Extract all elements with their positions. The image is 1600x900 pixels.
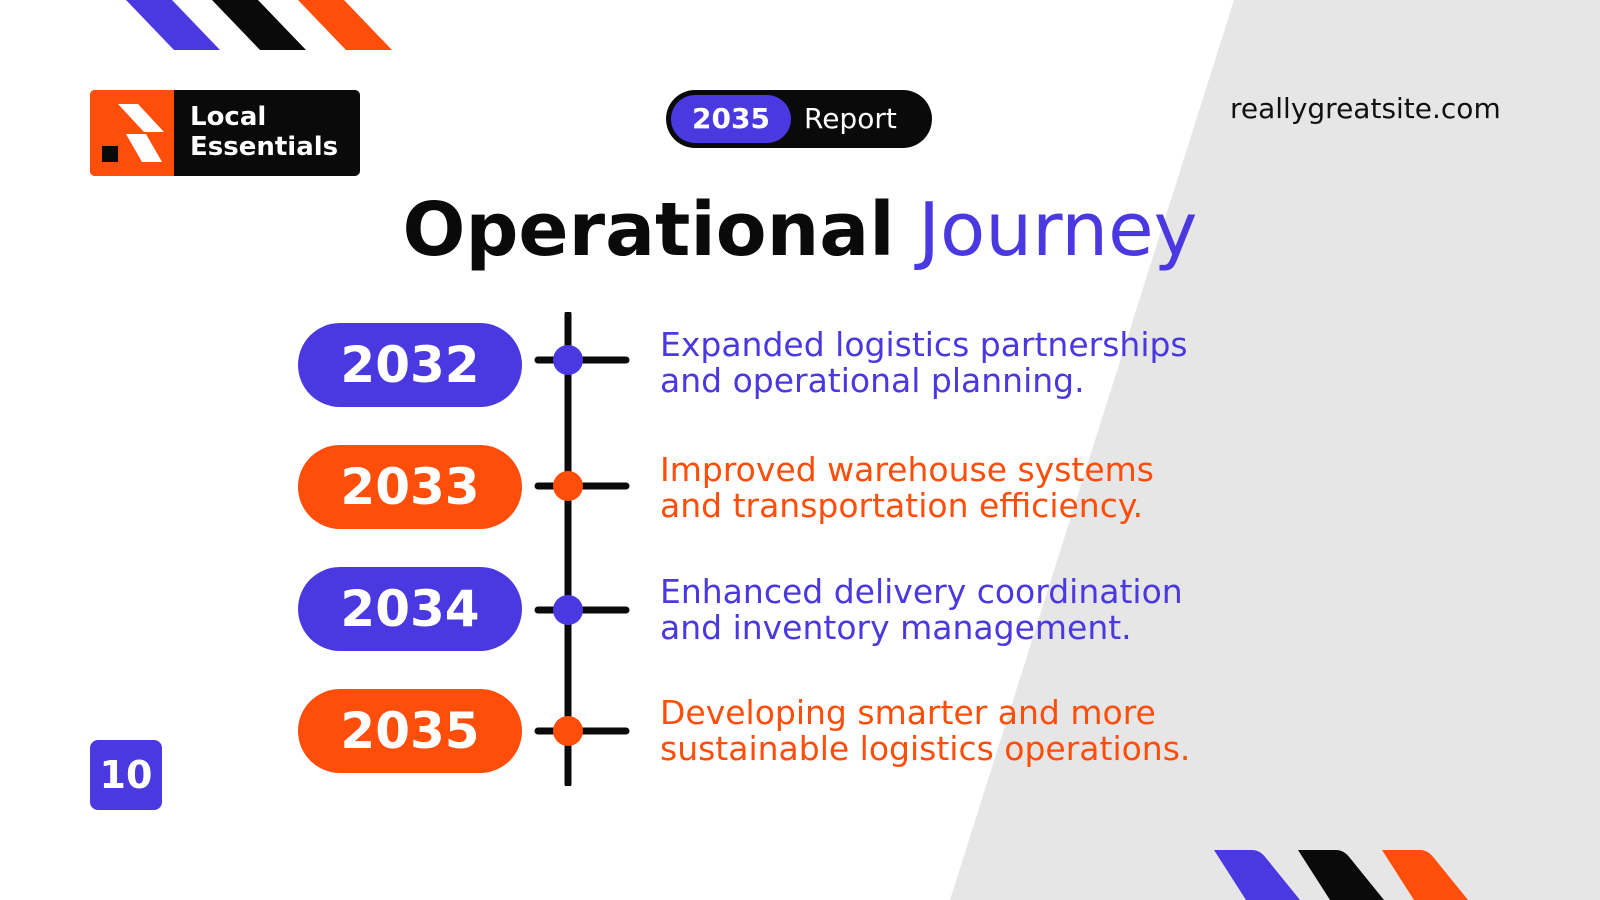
title-part-2: Journey — [918, 187, 1198, 273]
milestone-2034-line-2: and inventory management. — [660, 608, 1132, 647]
logo-line-2: Essentials — [190, 132, 339, 162]
milestone-2032-line-1: Expanded logistics partnerships — [660, 325, 1188, 364]
top-stripes-decoration — [126, 0, 392, 50]
website-url: reallygreatsite.com — [1230, 92, 1501, 125]
brand-logo: Local Essentials — [90, 90, 360, 176]
milestone-2033-line-2: and transportation efficiency. — [660, 486, 1144, 525]
report-pill: 2035 Report — [666, 90, 932, 148]
milestone-2035-description: Developing smarter and more sustainable … — [660, 695, 1300, 767]
milestone-2034-line-1: Enhanced delivery coordination — [660, 572, 1183, 611]
milestone-2033-description: Improved warehouse systems and transport… — [660, 452, 1300, 524]
page-title: Operational Journey — [0, 180, 1600, 280]
title-part-1: Operational — [402, 187, 895, 273]
logo-mark-icon — [90, 90, 174, 176]
report-label: Report — [804, 102, 897, 135]
timeline-axis — [534, 312, 630, 786]
milestone-2034-description: Enhanced delivery coordination and inven… — [660, 574, 1300, 646]
milestone-2035-line-2: sustainable logistics operations. — [660, 729, 1191, 768]
milestone-2032-line-2: and operational planning. — [660, 361, 1085, 400]
year-badge-2032: 2032 — [298, 323, 522, 407]
year-badge-2035: 2035 — [298, 689, 522, 773]
report-year-badge: 2035 — [671, 95, 791, 143]
logo-wordmark: Local Essentials — [190, 102, 338, 162]
milestone-2033-line-1: Improved warehouse systems — [660, 450, 1154, 489]
timeline-node-2034 — [534, 595, 630, 625]
timeline-node-2033 — [534, 471, 630, 501]
milestone-2032-description: Expanded logistics partnerships and oper… — [660, 327, 1300, 399]
year-badge-2034: 2034 — [298, 567, 522, 651]
timeline-node-2032 — [534, 345, 630, 375]
page-number-badge: 10 — [90, 740, 162, 810]
year-badge-2033: 2033 — [298, 445, 522, 529]
timeline-node-2035 — [534, 716, 630, 746]
bottom-stripes-decoration — [1214, 850, 1468, 900]
logo-line-1: Local — [190, 102, 267, 132]
milestone-2035-line-1: Developing smarter and more — [660, 693, 1156, 732]
